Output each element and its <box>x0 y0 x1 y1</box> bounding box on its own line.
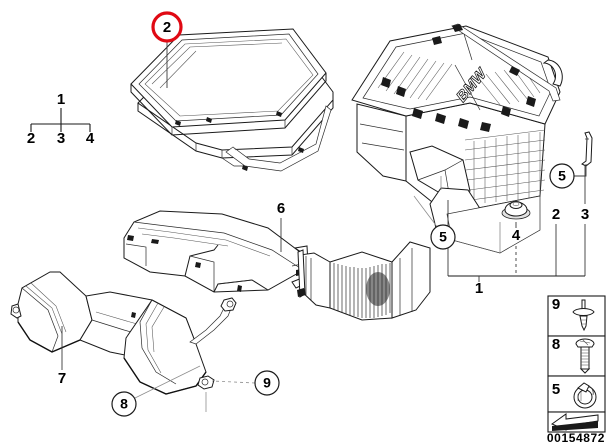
hose-clamp-icon <box>573 382 597 409</box>
callout-9-label: 9 <box>263 375 271 391</box>
callout-5-housing[interactable]: 5 <box>549 163 575 189</box>
plain-number-labels: 6 7 4 2 3 1 <box>58 200 589 387</box>
corrugated-intake-hose-part <box>297 241 431 321</box>
legend-label-8: 8 <box>552 336 560 353</box>
left-bracket-child-4: 4 <box>86 130 95 147</box>
screw-icon <box>575 338 595 374</box>
intake-snorkel-scoop-part <box>10 271 237 395</box>
expanding-rivet-icon <box>572 299 595 332</box>
part-label-3-right: 3 <box>581 206 589 223</box>
callout-5-hose[interactable]: 5 <box>430 224 456 250</box>
left-bracket-child-3: 3 <box>57 130 65 147</box>
retaining-clip-part <box>581 131 593 167</box>
part-label-6: 6 <box>277 200 285 217</box>
callout-9[interactable]: 9 <box>254 370 280 396</box>
callout-2-label: 2 <box>163 19 171 36</box>
part-label-7: 7 <box>58 370 66 387</box>
part-label-4: 4 <box>512 227 521 244</box>
legend-label-5: 5 <box>552 381 560 398</box>
callout-2-highlighted[interactable]: 2 <box>151 11 183 43</box>
air-filter-element-part <box>130 28 334 172</box>
callout-8[interactable]: 8 <box>111 391 137 417</box>
callout-5-hose-label: 5 <box>439 229 447 245</box>
arrow-symbol-icon <box>550 413 599 431</box>
right-group-bracket <box>448 275 585 282</box>
part-label-1-right: 1 <box>475 280 483 297</box>
left-bracket-child-2: 2 <box>27 130 35 147</box>
callout-8-label: 8 <box>120 396 128 412</box>
callout-5-housing-label: 5 <box>558 168 566 184</box>
legend-label-9: 9 <box>552 296 560 313</box>
air-filter-housing-part: BMW <box>351 23 563 254</box>
left-bracket-labels: 1 2 3 4 <box>27 91 95 147</box>
left-bracket-parent-label: 1 <box>57 91 65 108</box>
left-group-bracket <box>30 108 91 132</box>
rubber-mount-grommet-part <box>501 201 531 220</box>
part-label-2-right: 2 <box>552 206 560 223</box>
legend-box: 9 8 5 <box>547 295 606 444</box>
diagram-id-code: 00154872 <box>547 431 605 444</box>
